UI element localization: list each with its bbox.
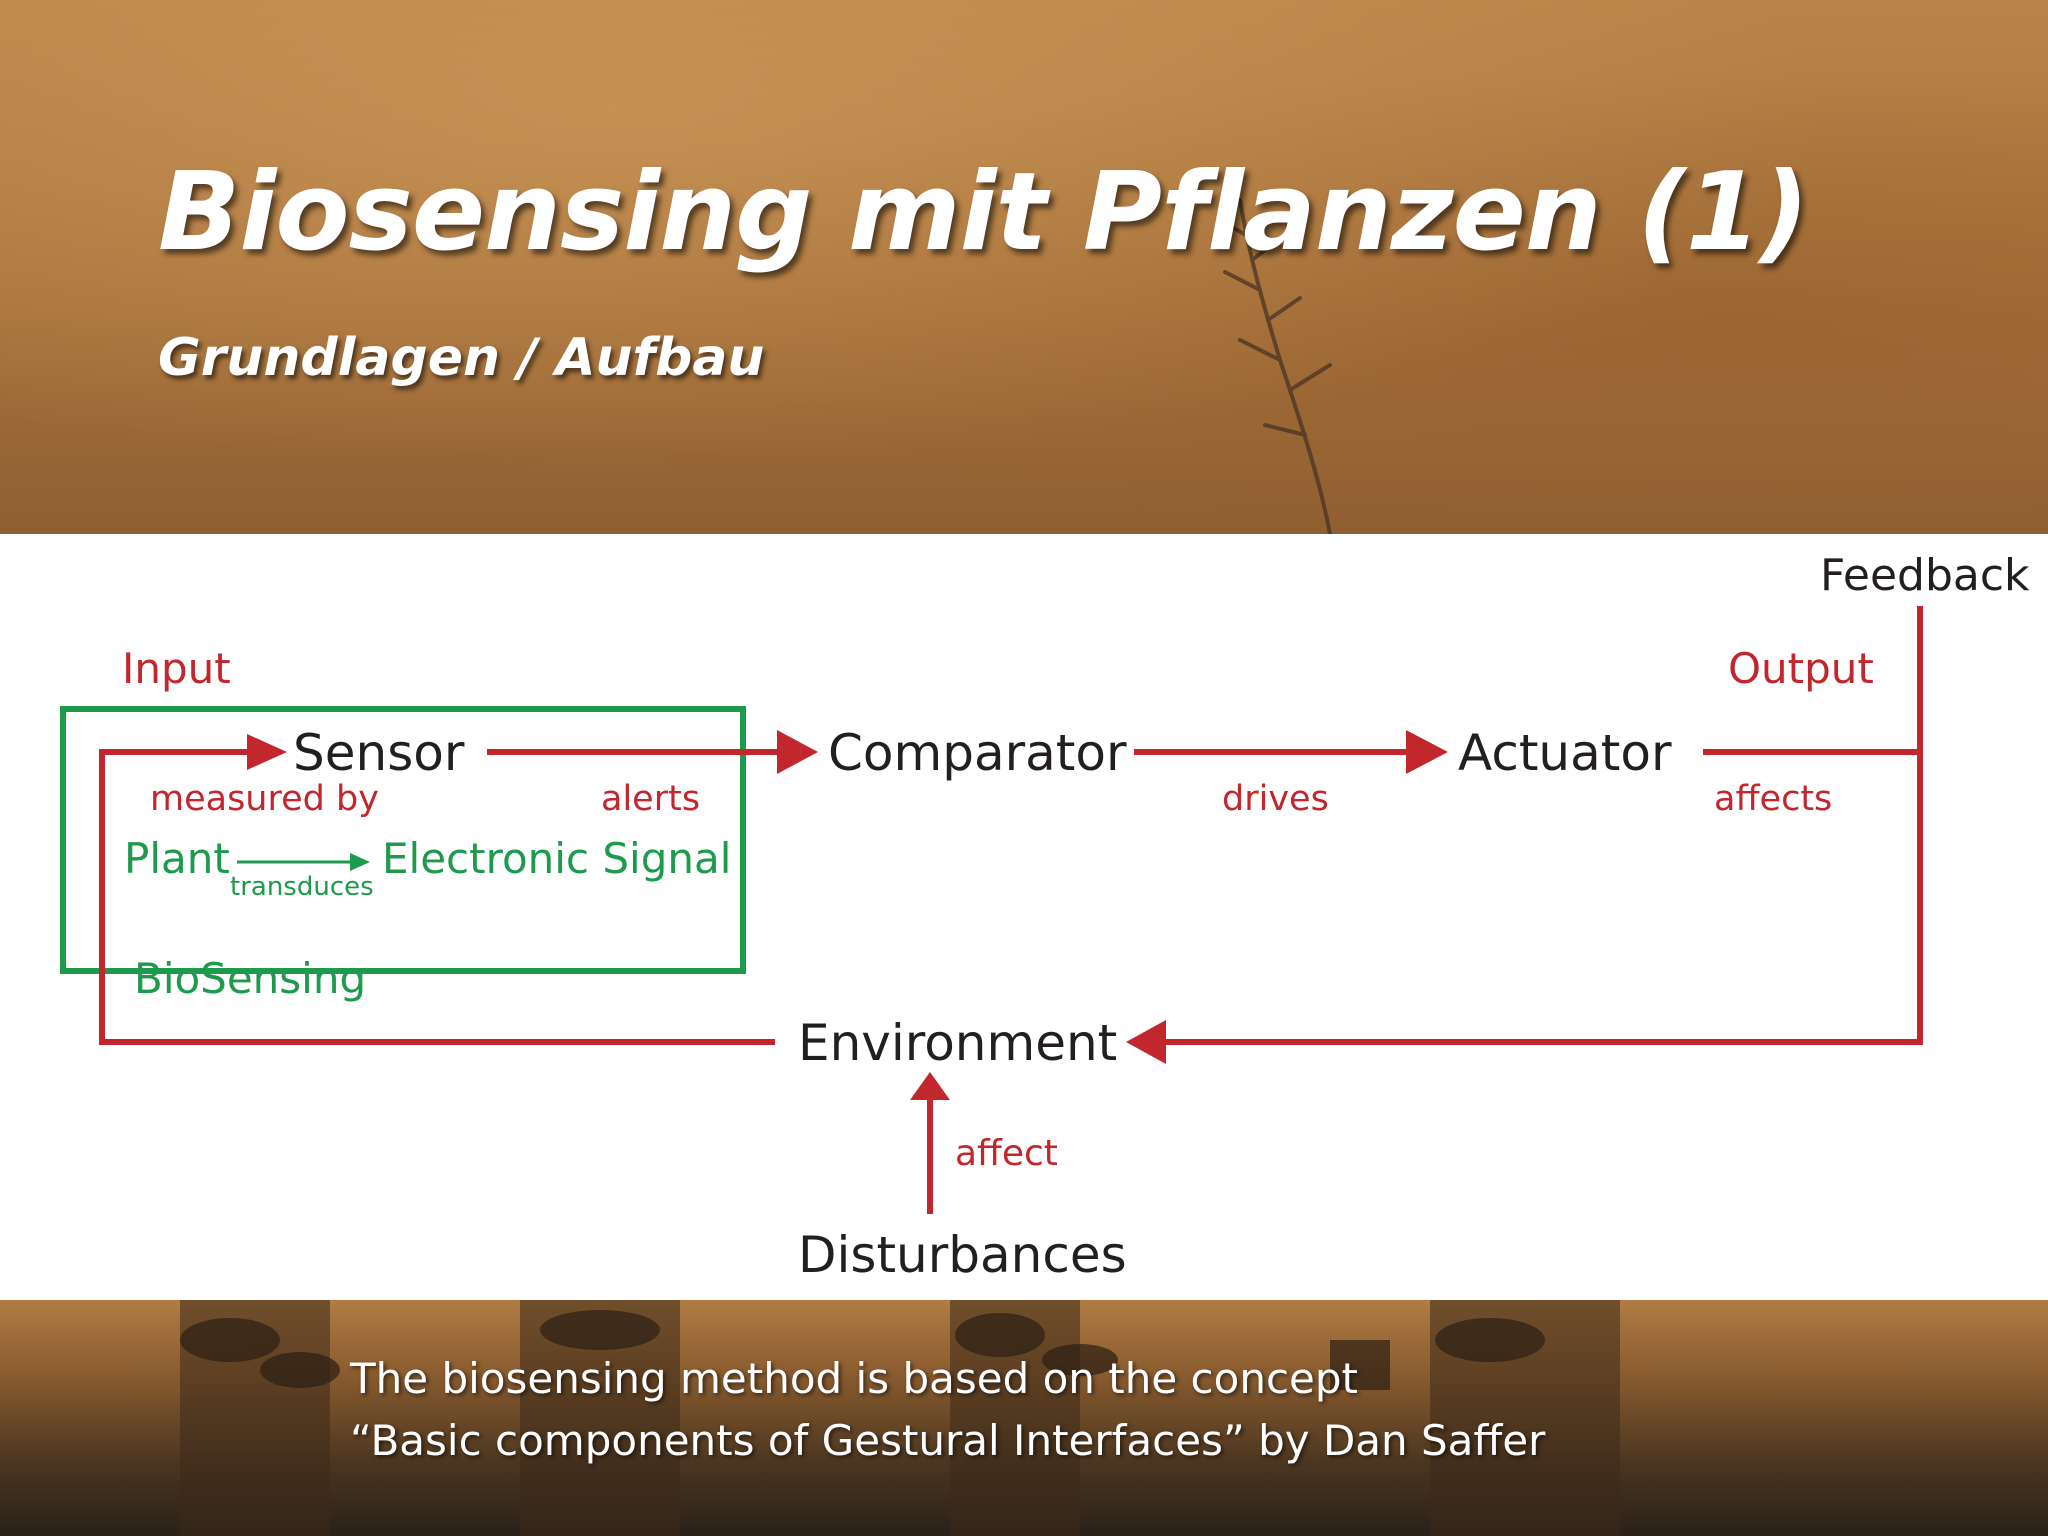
node-comparator: Comparator <box>828 724 1127 782</box>
caption-line-2: “Basic components of Gestural Interfaces… <box>350 1416 1546 1465</box>
arrowhead-into-sensor <box>247 734 287 770</box>
edge-label-alerts: alerts <box>601 779 701 819</box>
biosensing-plant: Plant <box>124 834 230 883</box>
edge-label-measured-by: measured by <box>150 779 379 819</box>
node-feedback: Feedback <box>1820 550 2030 601</box>
section-label-output: Output <box>1728 644 1874 693</box>
caption-line-1: The biosensing method is based on the co… <box>350 1354 1358 1403</box>
slide-subtitle: Grundlagen / Aufbau <box>158 328 765 388</box>
edge-feedback-to-environment <box>1160 606 1923 1045</box>
section-label-input: Input <box>122 644 231 693</box>
edge-label-affect: affect <box>955 1133 1058 1174</box>
arrowhead-up-into-environment <box>910 1072 950 1100</box>
edge-label-affects: affects <box>1714 779 1833 819</box>
plant-branch-decoration <box>1218 198 1332 534</box>
diagram-connectors <box>60 606 1923 1214</box>
node-sensor: Sensor <box>293 724 465 782</box>
arrowhead-into-environment <box>1126 1020 1166 1064</box>
header-background <box>0 0 2048 534</box>
slide-title: Biosensing mit Pflanzen (1) <box>158 150 1809 275</box>
plant-silhouettes-decoration <box>180 1300 1620 1536</box>
slide-caption: The biosensing method is based on the co… <box>350 1348 1545 1472</box>
section-label-biosensing: BioSensing <box>134 954 367 1003</box>
biosensing-electronic-signal: Electronic Signal <box>382 834 732 883</box>
edge-label-transduces: transduces <box>230 872 374 902</box>
arrowhead-into-actuator <box>1406 730 1448 774</box>
arrowhead-into-comparator <box>777 730 818 774</box>
node-environment: Environment <box>798 1014 1118 1072</box>
node-actuator: Actuator <box>1458 724 1672 782</box>
edge-environment-to-sensor <box>99 749 775 1045</box>
biosensing-box <box>60 706 746 974</box>
control-loop-diagram: Sensor Comparator Actuator Environment D… <box>0 534 2048 1300</box>
node-disturbances: Disturbances <box>798 1226 1127 1284</box>
arrowhead-into-electronic-signal <box>350 853 370 871</box>
edge-label-drives: drives <box>1222 779 1329 819</box>
